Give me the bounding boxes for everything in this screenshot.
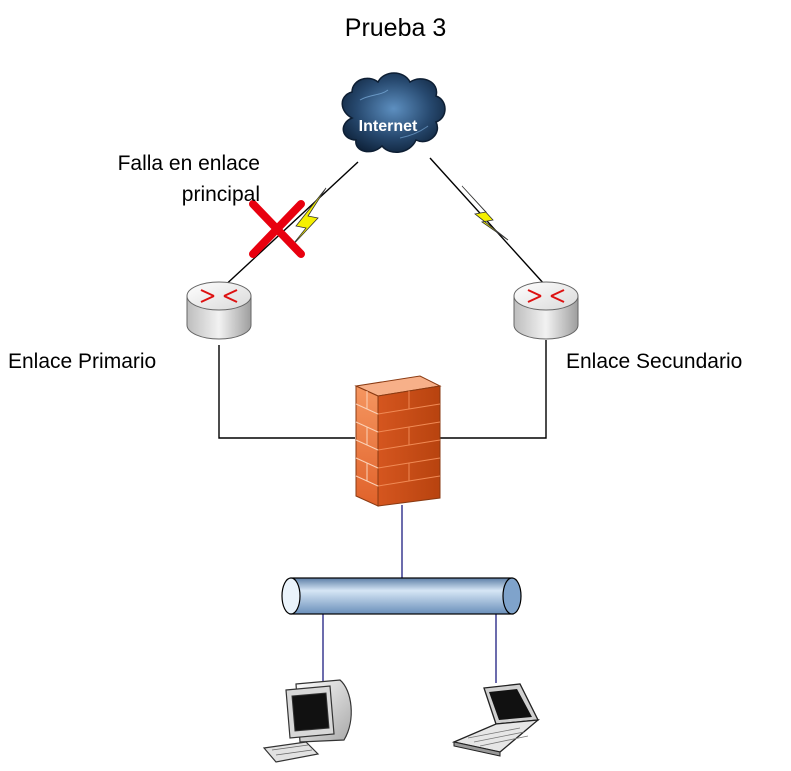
router-secondary-icon <box>513 281 579 340</box>
router-secondary-label: Enlace Secundario <box>566 350 743 373</box>
router-primary-label: Enlace Primario <box>8 350 157 373</box>
firewall-icon <box>354 375 442 507</box>
lightning-primary-icon <box>289 187 327 249</box>
cloud-icon <box>341 72 446 153</box>
connections <box>218 157 547 683</box>
router-primary-icon <box>186 281 252 340</box>
diagram-title: Prueba 3 <box>344 14 447 42</box>
failure-note: Falla en enlace principal <box>117 152 260 206</box>
desktop-computer-icon <box>262 679 352 763</box>
link-internet-primary <box>219 161 359 291</box>
link-internet-secondary <box>429 157 546 286</box>
internet-label: Internet <box>358 118 418 135</box>
link-secondary-firewall <box>440 340 547 439</box>
link-primary-firewall <box>218 345 355 439</box>
lightning-secondary-icon <box>461 185 509 241</box>
failure-x-mark-icon <box>249 200 305 258</box>
network-bus-icon <box>281 577 522 615</box>
laptop-icon <box>451 683 541 757</box>
